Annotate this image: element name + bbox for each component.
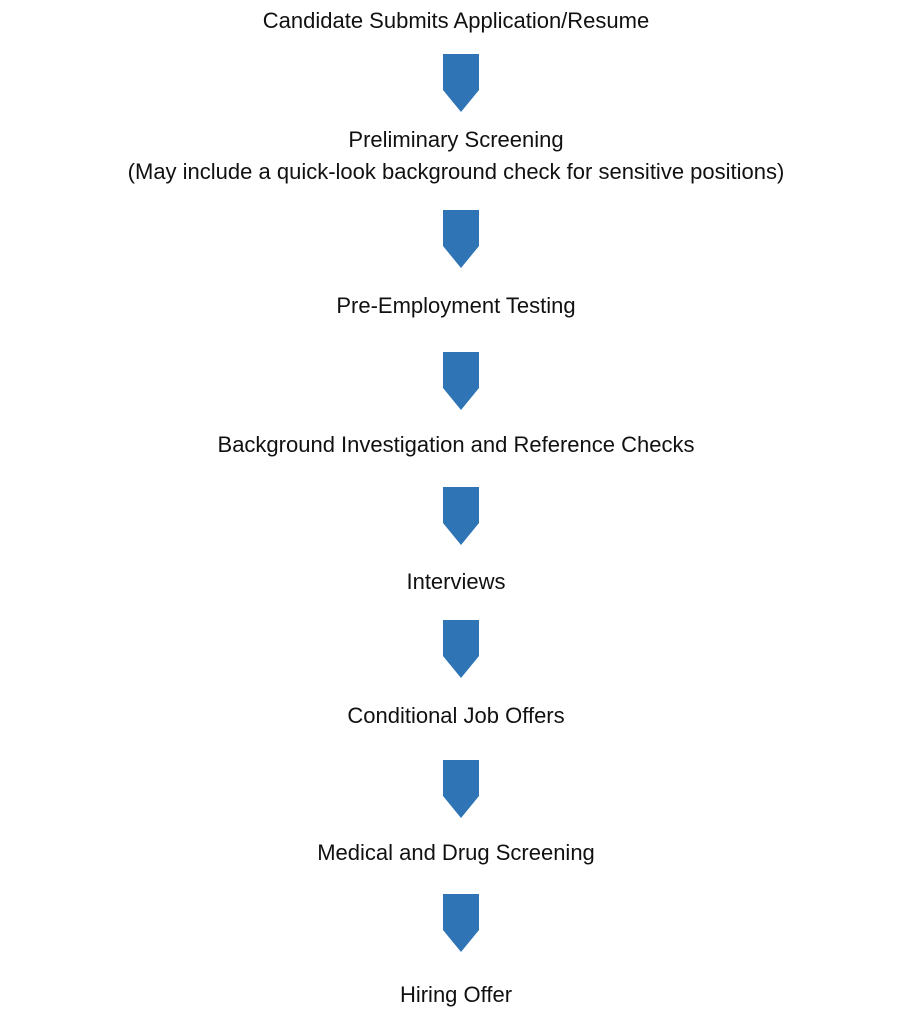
step-1-label: Candidate Submits Application/Resume [0,5,912,37]
step-3-label: Pre-Employment Testing [0,290,912,322]
flow-arrow-1-icon [443,54,479,112]
flow-arrow-3-icon [443,352,479,410]
flow-arrow-4-icon [443,487,479,545]
step-4-line-1: Background Investigation and Reference C… [217,432,695,457]
step-5-line-1: Interviews [406,569,506,594]
step-8-line-1: Hiring Offer [399,982,513,1007]
step-7-label: Medical and Drug Screening [0,837,912,869]
step-2-line-1: Preliminary Screening [348,127,564,152]
step-6-label: Conditional Job Offers [0,700,912,732]
flow-arrow-7-icon [443,894,479,952]
step-1-line-1: Candidate Submits Application/Resume [262,8,650,33]
step-7-line-1: Medical and Drug Screening [317,840,595,865]
flow-arrow-5-icon [443,620,479,678]
flow-arrow-2-icon [443,210,479,268]
step-2-line-2: (May include a quick-look background che… [127,159,785,184]
step-8-label: Hiring Offer [0,979,912,1011]
step-4-label: Background Investigation and Reference C… [0,429,912,461]
step-6-line-1: Conditional Job Offers [347,703,565,728]
step-3-line-1: Pre-Employment Testing [336,293,576,318]
flow-arrow-6-icon [443,760,479,818]
step-2-label: Preliminary Screening (May include a qui… [0,124,912,188]
step-5-label: Interviews [0,566,912,598]
